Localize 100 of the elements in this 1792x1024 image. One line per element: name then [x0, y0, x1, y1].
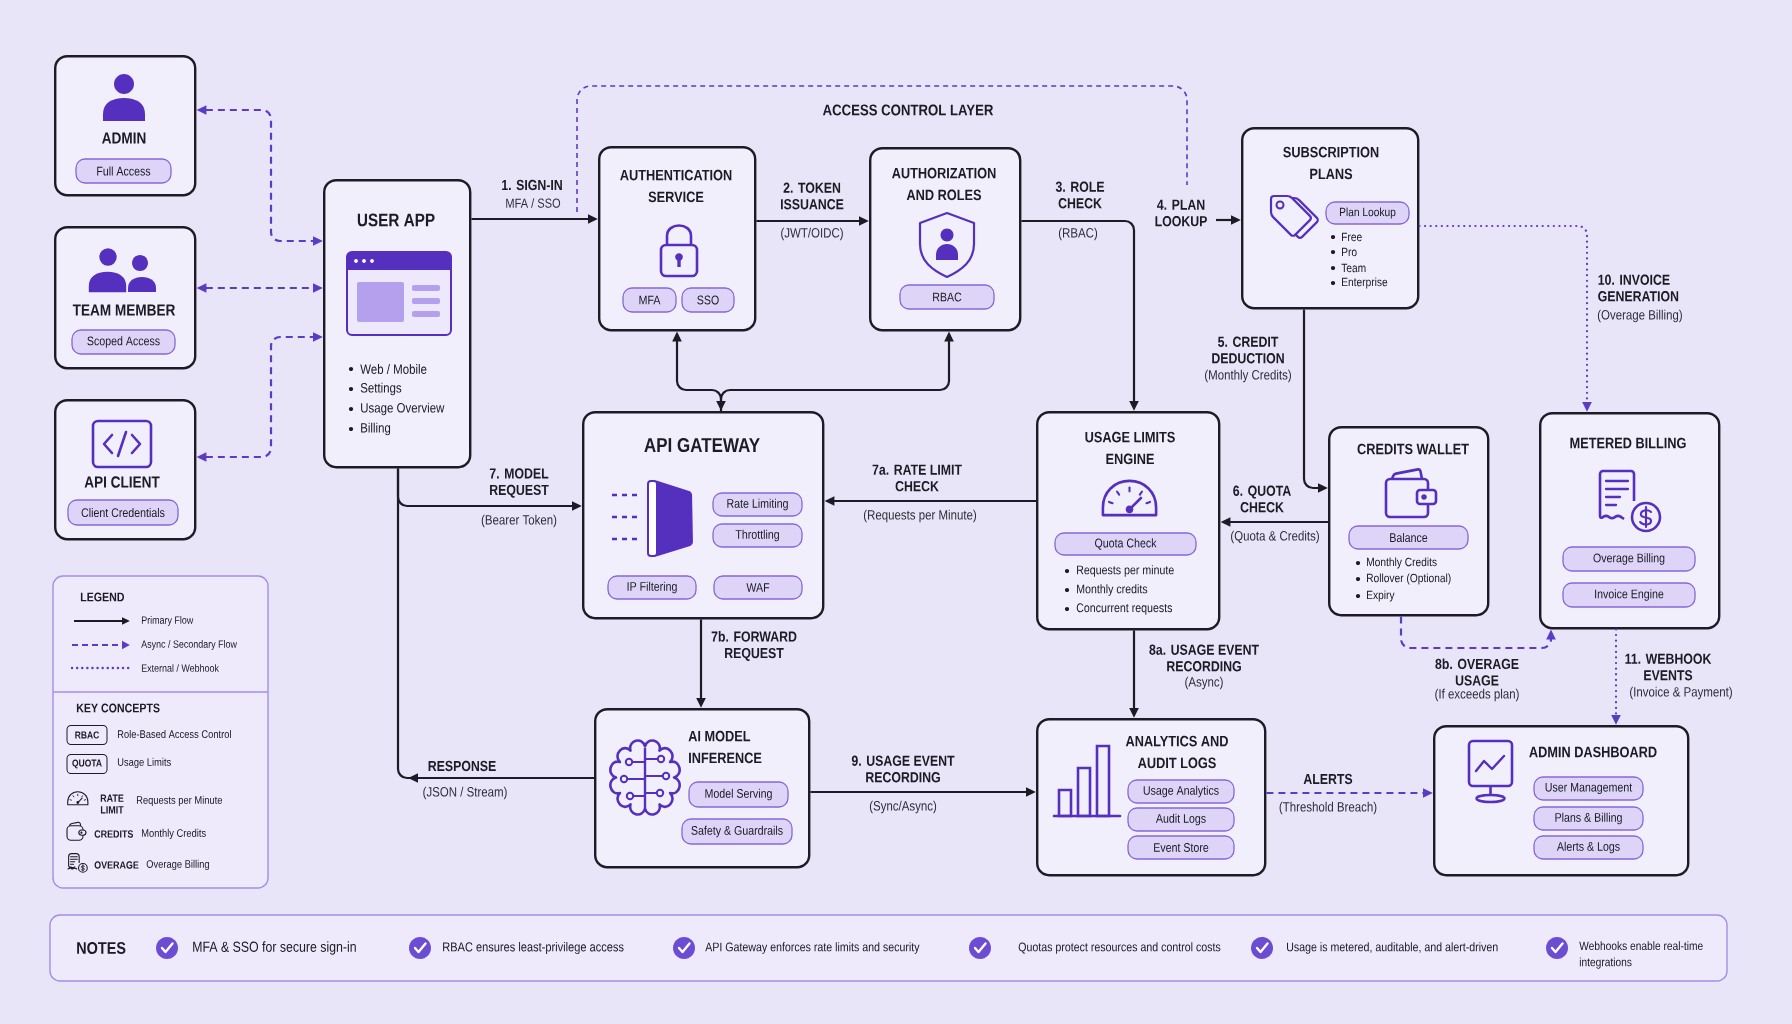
feature-tag: Plan Lookup	[1325, 201, 1410, 225]
edge-label: 9. USAGE EVENT RECORDING	[851, 755, 955, 783]
list-item: Requests per minute	[1077, 565, 1174, 577]
concept-term: RATE LIMIT	[100, 794, 124, 814]
process-box	[1433, 725, 1690, 877]
feature-tag: MFA	[622, 287, 677, 313]
edge-note: (RBAC)	[1058, 227, 1098, 241]
section-title: KEY CONCEPTS	[76, 703, 160, 713]
list-item: Rollover (Optional)	[1367, 573, 1451, 585]
feature-tag: WAF	[713, 575, 803, 600]
edge-label: 8b. OVERAGE USAGE	[1435, 658, 1519, 686]
box-title: AI MODEL INFERENCE	[688, 730, 762, 764]
box-title: API GATEWAY	[644, 437, 760, 453]
edge-label: 3. ROLE CHECK	[1055, 181, 1105, 209]
feature-tag: Overage Billing	[1562, 546, 1696, 572]
feature-tag: Full Access	[75, 158, 172, 184]
process-box	[323, 179, 472, 469]
process-box	[594, 708, 811, 869]
list-item: Enterprise	[1342, 277, 1388, 289]
legend-text: Async / Secondary Flow	[141, 640, 237, 650]
edge-note: (JSON / Stream)	[423, 786, 507, 800]
list-item: Free	[1342, 232, 1362, 242]
process-box	[1241, 127, 1420, 310]
edge-label: 2. TOKEN ISSUANCE	[781, 182, 844, 210]
edge-note: (Invoice & Payment)	[1630, 686, 1732, 700]
box-title: USAGE LIMITS ENGINE	[1085, 431, 1175, 465]
process-box	[54, 226, 197, 370]
edge-label: 8a. USAGE EVENT RECORDING	[1149, 644, 1259, 672]
edge-label: 10. INVOICE GENERATION	[1598, 274, 1679, 302]
legend-text: Monthly Credits	[142, 828, 206, 840]
list-item: Usage Overview	[361, 402, 445, 416]
edge-note: (Async)	[1185, 676, 1223, 690]
feature-tag: Throttling	[712, 523, 803, 548]
box-title: SUBSCRIPTION PLANS	[1283, 146, 1379, 180]
box-title: METERED BILLING	[1570, 437, 1686, 449]
dashed-arrow	[1399, 616, 1556, 650]
edge-label: 6. QUOTA CHECK	[1233, 485, 1291, 513]
box-title: AUTHENTICATION SERVICE	[620, 169, 732, 203]
feature-tag: Model Serving	[688, 781, 789, 808]
arrow	[396, 468, 594, 783]
box-title: TEAM MEMBER	[72, 304, 176, 316]
notes-title: NOTES	[77, 942, 126, 954]
note-text: API Gateway enforces rate limits and security	[705, 942, 920, 954]
box-title: ANALYTICS AND AUDIT LOGS	[1125, 735, 1228, 769]
edge-label: 7b. FORWARD REQUEST	[711, 631, 797, 661]
process-box	[582, 411, 825, 620]
box-title: ADMIN	[102, 132, 146, 144]
list-item: Team	[1341, 263, 1366, 273]
legend-text: Requests per Minute	[137, 795, 223, 807]
edge-note: (Bearer Token)	[481, 514, 557, 528]
list-item: Expiry	[1367, 590, 1395, 602]
list-item: Concurrent requests	[1076, 603, 1173, 615]
edge-note: MFA / SSO	[506, 198, 561, 208]
layer-title: ACCESS CONTROL LAYER	[822, 104, 994, 116]
note-text: Webhooks enable real-time integrations	[1579, 941, 1703, 969]
feature-tag: Plans & Billing	[1533, 806, 1644, 831]
box-title: CREDITS WALLET	[1357, 443, 1469, 455]
process-box	[54, 55, 197, 197]
feature-tag: Invoice Engine	[1562, 582, 1696, 608]
edge-label: 7. MODEL REQUEST	[489, 468, 549, 498]
feature-tag: SSO	[681, 287, 735, 313]
edge-note: (Overage Billing)	[1597, 309, 1682, 323]
edge-label: 5. CREDIT DEDUCTION	[1212, 336, 1284, 364]
note-text: Usage is metered, auditable, and alert-driven	[1287, 942, 1498, 954]
process-box	[1036, 411, 1221, 631]
concept-tag: RBAC	[66, 725, 108, 745]
feature-tag: Scoped Access	[71, 329, 176, 355]
box-title: AUTHORIZATION AND ROLES	[892, 167, 996, 201]
process-box	[1328, 426, 1490, 617]
list-item: Web / Mobile	[360, 364, 427, 374]
concept-term: OVERAGE	[94, 861, 139, 869]
feature-tag: Client Credentials	[67, 499, 179, 526]
feature-tag: Safety & Guardrails	[681, 818, 793, 845]
legend-text: Usage Limits	[117, 757, 171, 769]
box-title: ADMIN DASHBOARD	[1529, 746, 1657, 758]
feature-tag: IP Filtering	[607, 575, 697, 600]
feature-tag: RBAC	[899, 284, 995, 310]
note-text: MFA & SSO for secure sign-in	[193, 941, 356, 955]
feature-tag: Usage Analytics	[1127, 779, 1235, 804]
box-title: USER APP	[357, 213, 435, 227]
feature-tag: User Management	[1533, 776, 1644, 801]
list-item: Billing	[361, 422, 391, 436]
feature-tag: Event Store	[1127, 835, 1235, 860]
legend-text: External / Webhook	[141, 664, 219, 672]
edge-label: 7a. RATE LIMIT CHECK	[872, 464, 962, 492]
feature-tag: Audit Logs	[1127, 807, 1235, 832]
edge-note: (Threshold Breach)	[1279, 801, 1377, 815]
feature-tag: Balance	[1348, 525, 1469, 550]
feature-tag: Rate Limiting	[712, 492, 803, 517]
concept-term: CREDITS	[94, 830, 134, 838]
legend-title: LEGEND	[80, 592, 124, 602]
edge-note: (If exceeds plan)	[1435, 688, 1519, 702]
edge-note: (Sync/Async)	[869, 800, 937, 814]
edge-label: ALERTS	[1303, 773, 1353, 785]
list-item: Monthly Credits	[1367, 557, 1437, 569]
box-title: API CLIENT	[84, 476, 160, 488]
edge-note: (JWT/OIDC)	[781, 227, 843, 241]
process-box	[1036, 718, 1267, 877]
process-box	[869, 147, 1022, 332]
feature-tag: Alerts & Logs	[1533, 835, 1644, 860]
